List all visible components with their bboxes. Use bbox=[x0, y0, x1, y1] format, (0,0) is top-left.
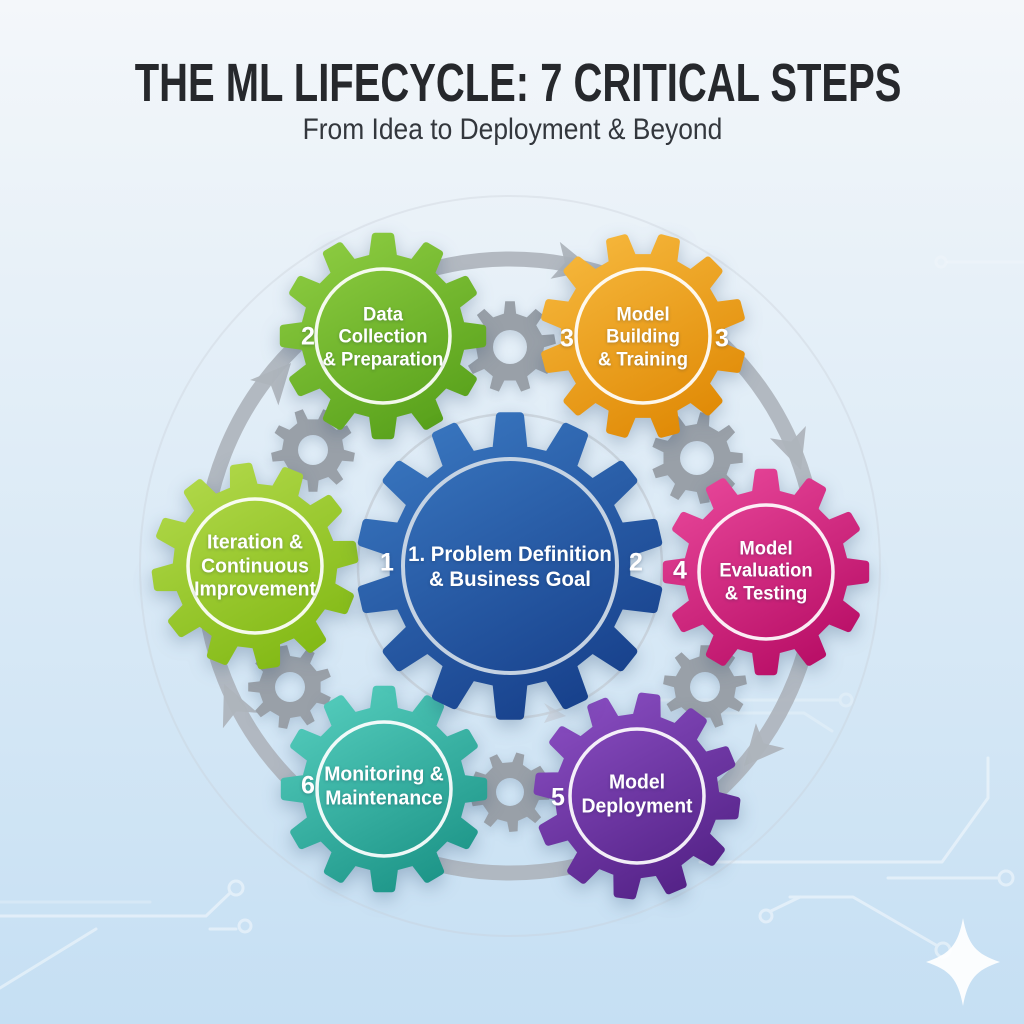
gear-body bbox=[151, 462, 359, 670]
step-number-4: 4 bbox=[673, 556, 687, 585]
cycle-arrow-upper-right bbox=[770, 426, 806, 470]
header: THE ML LIFECYCLE: 7 CRITICAL STEPS bbox=[0, 52, 1024, 114]
gear-body bbox=[280, 685, 488, 893]
step-number-2: 2 bbox=[301, 322, 315, 351]
sparkle-icon bbox=[926, 918, 1000, 1006]
gear-model-evaluation bbox=[662, 468, 870, 676]
cycle-arrow-upper-left bbox=[250, 363, 291, 406]
gear-data-collection bbox=[279, 232, 487, 440]
cycle-arrow-lower-left bbox=[222, 684, 258, 729]
gear-body bbox=[662, 468, 870, 676]
step-number-2-center: 2 bbox=[629, 548, 643, 577]
gear-body bbox=[279, 232, 487, 440]
gear-model-building bbox=[541, 234, 745, 438]
cycle-arrow-faint bbox=[544, 703, 566, 723]
small-gear bbox=[663, 645, 747, 728]
step-number-3-left: 3 bbox=[560, 324, 574, 353]
step-label-data-collection: Data Collection & Preparation bbox=[322, 304, 444, 371]
gear-inner-ring bbox=[568, 727, 706, 865]
gear-inner-ring bbox=[315, 720, 453, 858]
step-label-model-deployment: Model Deployment bbox=[581, 771, 693, 817]
small-gear bbox=[470, 752, 550, 832]
gear-body bbox=[541, 234, 745, 438]
gear-inner-ring bbox=[186, 497, 324, 635]
gear-inner-ring bbox=[574, 267, 712, 405]
page-title: THE ML LIFECYCLE: 7 CRITICAL STEPS bbox=[134, 53, 902, 113]
step-number-3-right: 3 bbox=[715, 324, 729, 353]
outer-guide-circle bbox=[139, 195, 881, 937]
cycle-arrow-lower-right bbox=[744, 723, 785, 766]
step-label-iteration: Iteration & Continuous Improvement bbox=[194, 531, 316, 601]
gear-inner-ring bbox=[697, 503, 835, 641]
subheader: From Idea to Deployment & Beyond bbox=[0, 113, 1024, 147]
step-number-5: 5 bbox=[551, 783, 565, 812]
gear-body bbox=[533, 692, 741, 900]
circuit-traces bbox=[0, 255, 1024, 990]
step-label-monitoring: Monitoring & Maintenance bbox=[324, 763, 444, 809]
step-label-model-building: Model Building & Training bbox=[597, 304, 689, 371]
gear-model-deployment bbox=[533, 692, 741, 900]
page-subtitle: From Idea to Deployment & Beyond bbox=[302, 113, 722, 146]
gear-inner-ring bbox=[401, 457, 619, 675]
gear-problem-definition bbox=[357, 412, 663, 720]
gear-monitoring bbox=[280, 685, 488, 893]
step-label-problem-definition: 1. Problem Definition & Business Goal bbox=[408, 543, 612, 591]
step-number-1: 1 bbox=[380, 548, 394, 577]
step-number-6: 6 bbox=[301, 771, 315, 800]
small-gear bbox=[464, 301, 556, 392]
step-label-model-evaluation: Model Evaluation & Testing bbox=[719, 538, 813, 605]
gear-inner-ring bbox=[314, 267, 452, 405]
gear-iteration bbox=[151, 462, 359, 670]
